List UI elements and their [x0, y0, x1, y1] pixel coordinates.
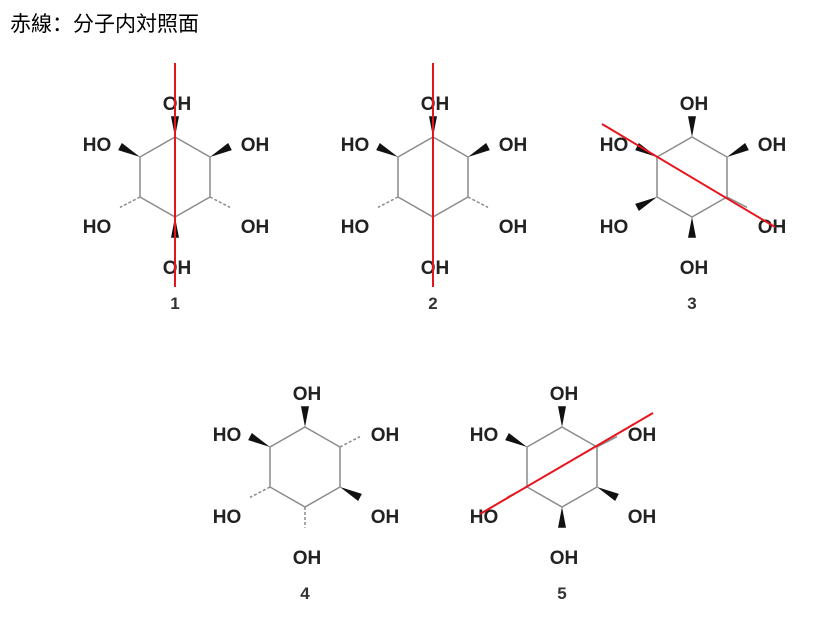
- hydroxyl-label-ll: HO: [341, 217, 370, 238]
- wedge-bond-ur: [210, 143, 232, 157]
- molecule-4: OH OH OH OH HO HO 4: [213, 384, 400, 603]
- hydroxyl-label-top: OH: [293, 384, 322, 405]
- wedge-bond-ul: [118, 143, 140, 157]
- wedge-bond-ul: [248, 433, 270, 447]
- compound-number: 3: [687, 294, 696, 313]
- hydroxyl-label-top: OH: [550, 384, 579, 405]
- caption-title: 赤線：分子内対照面: [10, 12, 199, 36]
- wedge-bond-top: [688, 116, 696, 137]
- wedge-bond-ur: [727, 143, 749, 157]
- mirror-plane-line: [479, 412, 654, 515]
- compound-number: 2: [428, 294, 437, 313]
- mirror-plane-line: [601, 123, 776, 228]
- hydroxyl-label-top: OH: [421, 94, 450, 115]
- molecule-1: OH OH OH OH HO HO 1: [83, 63, 270, 313]
- wedge-bond-ll: [635, 197, 657, 211]
- wedge-bond-top: [301, 406, 309, 427]
- hashed-bond-ll: [249, 486, 271, 499]
- wedge-bond-ul: [505, 433, 527, 447]
- hydroxyl-label-lr: OH: [628, 507, 657, 528]
- plain-bond-lr: [726, 196, 748, 209]
- plain-bond-ur: [596, 435, 618, 448]
- hydroxyl-label-ur: OH: [241, 135, 270, 156]
- wedge-bond-bottom: [688, 217, 696, 238]
- compound-number: 1: [170, 294, 179, 313]
- hydroxyl-label-top: OH: [163, 94, 192, 115]
- molecule-2: OH OH OH OH HO HO 2: [341, 63, 528, 313]
- hydroxyl-label-lr: OH: [499, 217, 528, 238]
- wedge-bond-ul: [376, 143, 398, 157]
- hydroxyl-label-ll: HO: [600, 217, 629, 238]
- hashed-bond-lr: [467, 196, 489, 209]
- hydroxyl-label-ll: HO: [213, 507, 242, 528]
- hydroxyl-label-ur: OH: [628, 425, 657, 446]
- hydroxyl-label-ul: HO: [341, 135, 370, 156]
- compound-number: 5: [557, 584, 566, 603]
- hydroxyl-label-bottom: OH: [550, 548, 579, 569]
- hydroxyl-label-lr: OH: [241, 217, 270, 238]
- hydroxyl-label-ul: HO: [213, 425, 242, 446]
- cyclohexane-ring: [269, 426, 341, 508]
- hydroxyl-label-lr: OH: [758, 217, 787, 238]
- hydroxyl-label-ul: HO: [83, 135, 112, 156]
- molecule-3: OH OH OH OH HO HO 3: [600, 94, 787, 313]
- hashed-bond-ur: [339, 435, 361, 448]
- hydroxyl-label-ll: HO: [83, 217, 112, 238]
- wedge-bond-ur: [468, 143, 490, 157]
- hydroxyl-label-bottom: OH: [680, 258, 709, 279]
- hashed-bond-lr: [209, 196, 231, 209]
- wedge-bond-top: [558, 406, 566, 427]
- hydroxyl-label-ul: HO: [600, 135, 629, 156]
- wedge-bond-lr: [597, 487, 619, 501]
- hydroxyl-label-ur: OH: [371, 425, 400, 446]
- wedge-bond-bottom: [558, 507, 566, 528]
- hashed-bond-ll: [377, 196, 399, 209]
- molecule-5: OH OH OH OH HO HO 5: [470, 384, 657, 603]
- hydroxyl-label-ur: OH: [499, 135, 528, 156]
- hydroxyl-label-top: OH: [680, 94, 709, 115]
- hydroxyl-label-bottom: OH: [421, 258, 450, 279]
- hashed-bond-ll: [119, 196, 141, 209]
- hydroxyl-label-ul: HO: [470, 425, 499, 446]
- hydroxyl-label-bottom: OH: [163, 258, 192, 279]
- compound-number: 4: [300, 584, 310, 603]
- hydroxyl-label-ur: OH: [758, 135, 787, 156]
- hydroxyl-label-ll: HO: [470, 507, 499, 528]
- hydroxyl-label-bottom: OH: [293, 548, 322, 569]
- wedge-bond-lr: [340, 487, 362, 501]
- hydroxyl-label-lr: OH: [371, 507, 400, 528]
